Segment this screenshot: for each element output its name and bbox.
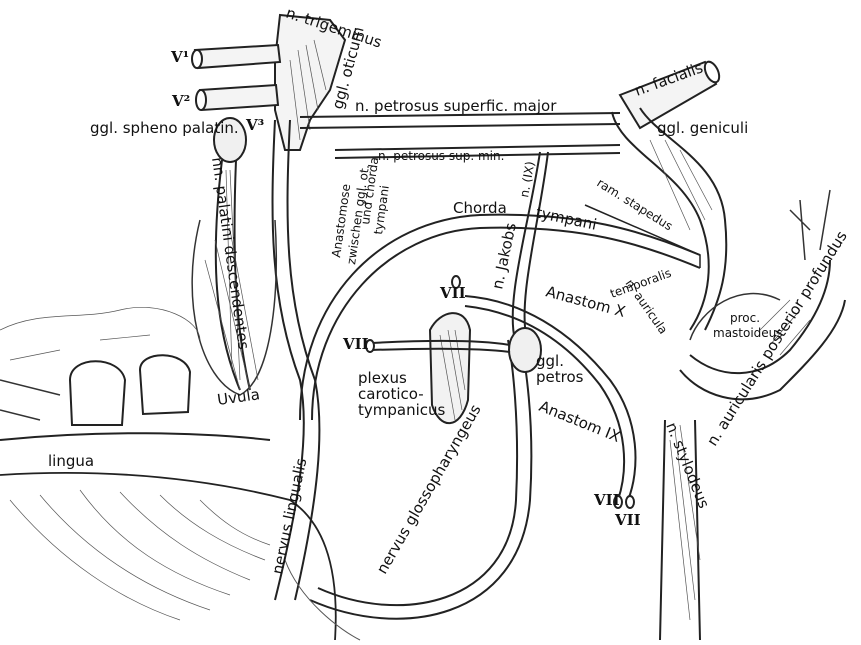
label-lingua: lingua: [48, 452, 94, 470]
label-proc-1: proc.: [730, 311, 760, 325]
label-v3: V³: [245, 116, 264, 134]
label-petrosus-major: n. petrosus superfic. major: [355, 97, 557, 115]
label-chorda: Chorda: [453, 199, 507, 217]
label-petrosus-min: n. petrosus sup. min.: [378, 149, 504, 163]
label-plexus-3: tympanicus: [358, 401, 446, 419]
v2-branch: [196, 85, 278, 110]
vii-d-end: [626, 496, 634, 508]
label-v1: V¹: [170, 48, 189, 66]
v1-branch: [192, 45, 280, 68]
label-ggl-petros-2: petros: [536, 368, 584, 386]
label-vii-b: VII: [342, 335, 369, 353]
n-petrosus-major: [300, 113, 620, 128]
label-uvula: Uvula: [216, 385, 261, 409]
label-v2: V²: [171, 92, 190, 110]
label-ggl-geniculi: ggl. geniculi: [657, 119, 748, 137]
teeth: [0, 307, 200, 425]
label-ggl-spheno: ggl. spheno palatin.: [90, 119, 239, 137]
label-n-stylodeus: n. stylodeus: [662, 420, 713, 511]
label-vii-d: VII: [614, 511, 641, 529]
label-anastom-ix: Anastom IX: [537, 397, 623, 446]
label-n-ix: n. (IX): [517, 160, 537, 198]
label-glossopharyngeus: nervus glossopharyngeus: [373, 401, 485, 577]
label-vii-c: VII: [593, 491, 620, 509]
label-vii-a: VII: [439, 284, 466, 302]
